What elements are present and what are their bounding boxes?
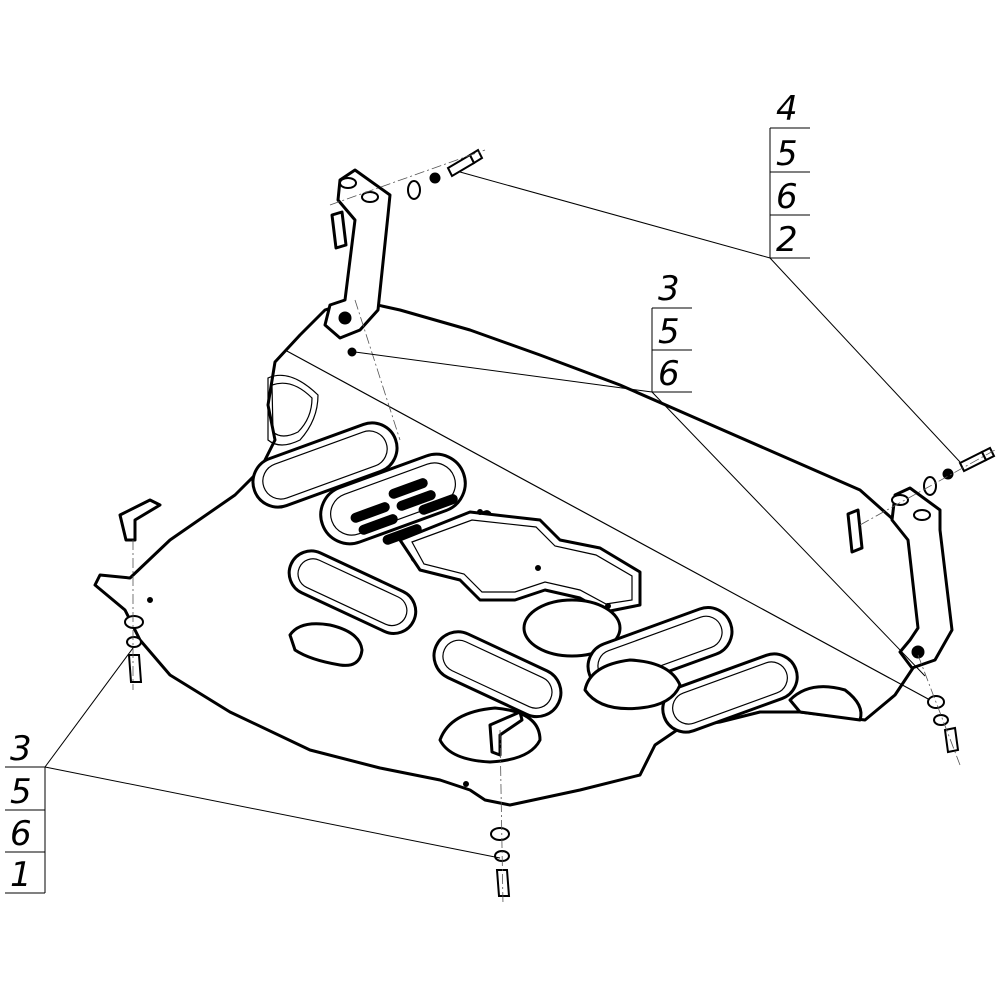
oil-filter-cut [583, 658, 682, 711]
bracket-right [846, 486, 954, 670]
fold-line [284, 349, 931, 701]
slot-2-inner [330, 462, 456, 536]
slot-4 [432, 630, 563, 719]
callout-label: 1 [10, 855, 32, 895]
mounting-holes [147, 509, 611, 787]
callout-middle: 3 5 6 [651, 269, 692, 394]
drain-hole [522, 598, 622, 658]
side-pocket-left-inner [271, 382, 313, 437]
front-tabs [118, 498, 524, 757]
slot-6-inner [672, 661, 788, 725]
callout-label: 3 [10, 729, 32, 769]
slot-4-inner [442, 639, 553, 709]
callout-top-right: 4 5 6 2 [769, 89, 810, 260]
slot-1-inner [262, 430, 388, 500]
hardware-front-left [124, 615, 144, 683]
slot-6 [661, 652, 799, 734]
hardware-front-center [490, 827, 511, 897]
callout-label: 6 [658, 354, 680, 394]
slot-3-inner [297, 558, 408, 627]
hardware-right [923, 446, 996, 496]
callout-label: 6 [776, 177, 798, 217]
callout-label: 6 [10, 814, 32, 854]
side-pocket-left [267, 374, 319, 446]
callout-label: 2 [776, 220, 798, 260]
bracket-left [323, 168, 392, 340]
slots [251, 421, 863, 764]
slot-3 [287, 549, 418, 635]
slot-1 [251, 421, 399, 509]
assembly-axes [132, 149, 996, 906]
leader-lines [44, 171, 961, 859]
callout-label: 5 [10, 772, 32, 812]
small-pocket [288, 622, 364, 667]
callout-label: 5 [658, 312, 680, 352]
callout-label: 5 [776, 134, 798, 174]
hardware-front-right [927, 695, 960, 754]
callout-bottom-left: 3 5 6 1 [5, 729, 46, 895]
hardware-top [347, 148, 484, 357]
side-pocket-right [788, 685, 863, 722]
callout-label: 4 [776, 89, 798, 129]
callout-label: 3 [658, 269, 680, 309]
